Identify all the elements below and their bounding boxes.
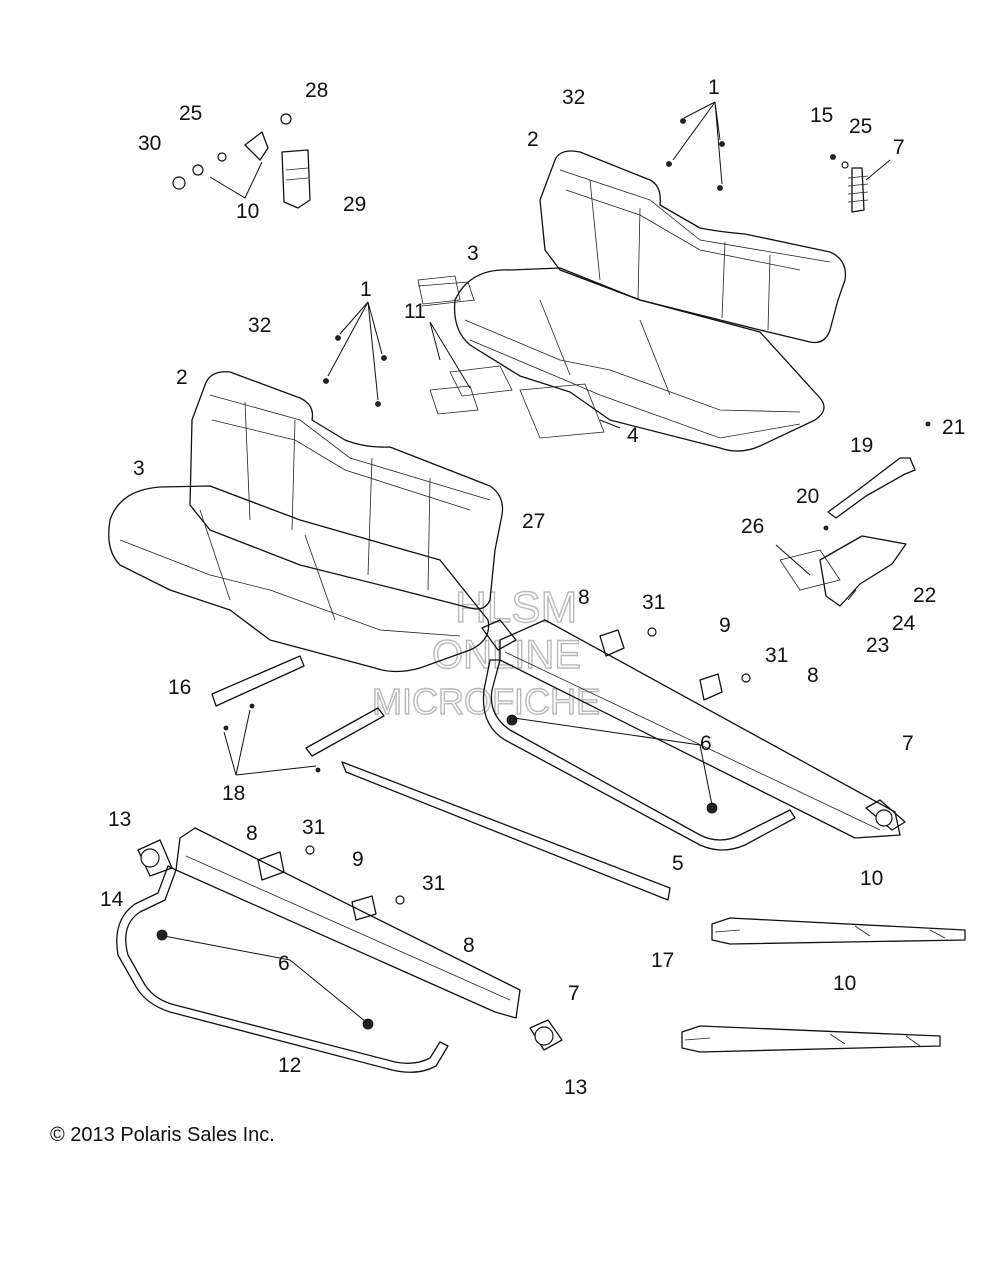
bar-17 bbox=[341, 761, 671, 901]
callout-4: 4 bbox=[627, 424, 639, 447]
callout-7: 7 bbox=[893, 136, 905, 159]
callout-5: 5 bbox=[672, 852, 684, 875]
callout-31: 31 bbox=[642, 591, 665, 614]
callout-16: 16 bbox=[168, 676, 191, 699]
callout-22: 22 bbox=[913, 584, 936, 607]
callout-25: 25 bbox=[179, 102, 202, 125]
buckles-31 bbox=[257, 619, 751, 921]
callout-23: 23 bbox=[866, 634, 889, 657]
bracket-19-cover-22 bbox=[775, 421, 931, 607]
callout-15: 15 bbox=[810, 104, 833, 127]
callout-6: 6 bbox=[700, 732, 712, 755]
front-frame-12 bbox=[116, 827, 563, 1073]
callout-8: 8 bbox=[463, 934, 475, 957]
callout-10: 10 bbox=[833, 972, 856, 995]
callout-2: 2 bbox=[176, 366, 188, 389]
callout-10: 10 bbox=[236, 200, 259, 223]
callout-7: 7 bbox=[568, 982, 580, 1005]
front-frame-crossbar bbox=[175, 827, 521, 1019]
seatbelt-hardware-top bbox=[172, 113, 311, 209]
callout-27: 27 bbox=[522, 510, 545, 533]
callout-32: 32 bbox=[562, 86, 585, 109]
callout-labels: 1 1 2 2 3 3 4 5 6 6 7 7 7 8 8 8 8 9 9 10… bbox=[100, 76, 965, 1099]
rear-seat-assembly bbox=[453, 101, 847, 452]
front-seat-assembly bbox=[108, 301, 504, 673]
callout-19: 19 bbox=[850, 434, 873, 457]
watermark-line-1: HLSM bbox=[455, 583, 577, 632]
callout-9: 9 bbox=[719, 614, 731, 637]
callout-9: 9 bbox=[352, 848, 364, 871]
cover-22 bbox=[819, 535, 907, 607]
callout-1: 1 bbox=[360, 278, 372, 301]
callout-29: 29 bbox=[343, 193, 366, 216]
seat-belt-10-upper bbox=[711, 917, 966, 945]
callout-12: 12 bbox=[278, 1054, 301, 1077]
callout-10: 10 bbox=[860, 867, 883, 890]
callout-18: 18 bbox=[222, 782, 245, 805]
callout-11: 11 bbox=[404, 300, 426, 323]
rear-frame-loop bbox=[482, 659, 796, 851]
rear-seat-cushion bbox=[453, 267, 825, 452]
callout-7: 7 bbox=[902, 732, 914, 755]
callout-6: 6 bbox=[278, 952, 290, 975]
rear-frame-5 bbox=[482, 619, 906, 851]
callout-14: 14 bbox=[100, 888, 124, 911]
retractor-top bbox=[830, 154, 891, 213]
callout-8: 8 bbox=[578, 586, 590, 609]
callout-28: 28 bbox=[305, 79, 328, 102]
labels-11-and-4 bbox=[417, 275, 621, 439]
callout-8: 8 bbox=[246, 822, 258, 845]
callout-13: 13 bbox=[564, 1076, 587, 1099]
callout-21: 21 bbox=[942, 416, 965, 439]
callout-3: 3 bbox=[467, 242, 479, 265]
bracket bbox=[244, 131, 269, 161]
watermark: HLSM ONLINE MICROFICHE bbox=[371, 582, 600, 722]
callout-25: 25 bbox=[849, 115, 872, 138]
callout-31: 31 bbox=[302, 816, 325, 839]
callout-1: 1 bbox=[708, 76, 720, 99]
callout-26: 26 bbox=[741, 515, 764, 538]
seat-belt-10-lower bbox=[681, 1025, 941, 1053]
bracket-19 bbox=[827, 457, 916, 519]
callout-2: 2 bbox=[527, 128, 539, 151]
callout-3: 3 bbox=[133, 457, 145, 480]
callout-32: 32 bbox=[248, 314, 271, 337]
callout-24: 24 bbox=[892, 612, 916, 635]
callout-31: 31 bbox=[765, 644, 788, 667]
front-frame-loop bbox=[116, 865, 449, 1073]
callout-17: 17 bbox=[651, 949, 674, 972]
rear-seat-backrest bbox=[539, 150, 847, 344]
callout-20: 20 bbox=[796, 485, 819, 508]
callout-31: 31 bbox=[422, 872, 445, 895]
copyright-notice: © 2013 Polaris Sales Inc. bbox=[50, 1124, 275, 1146]
buckle-plate bbox=[281, 149, 311, 209]
front-seat-cushion bbox=[108, 485, 490, 673]
straps-16 bbox=[211, 655, 385, 776]
front-seat-backrest bbox=[189, 371, 504, 610]
callout-30: 30 bbox=[138, 132, 161, 155]
callout-13: 13 bbox=[108, 808, 131, 831]
callout-8: 8 bbox=[807, 664, 819, 687]
